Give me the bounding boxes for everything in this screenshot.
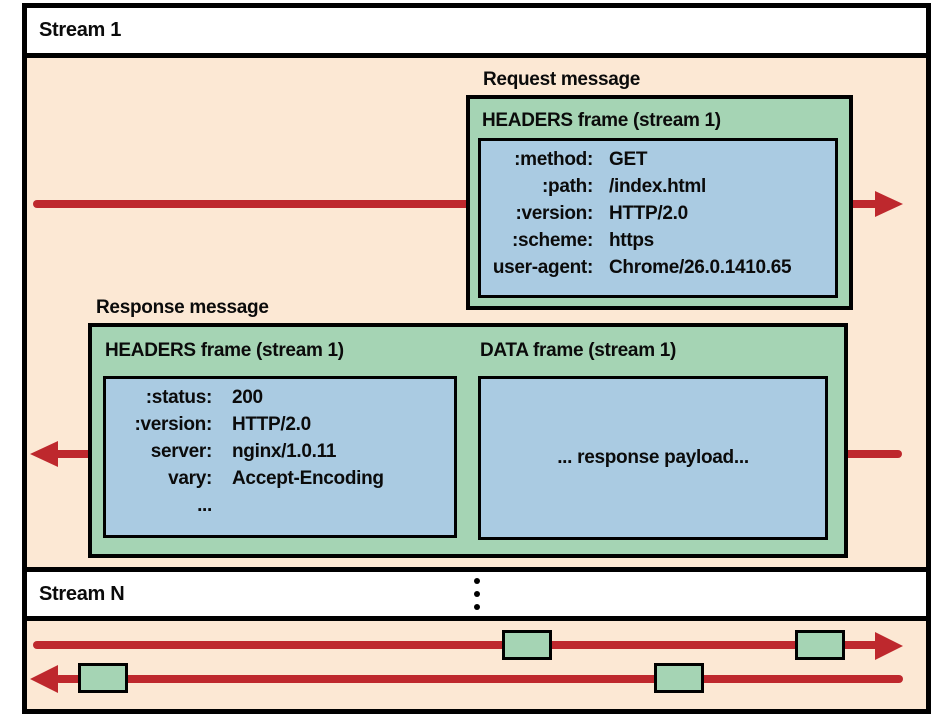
header-value: https [609,230,654,251]
request-headers-frame: HEADERS frame (stream 1) :method: GET :p… [466,95,853,310]
header-key: :status: [145,387,213,408]
header-key: :scheme: [511,230,593,251]
response-message-label: Response message [96,297,269,318]
response-payload-text: ... response payload... [557,447,749,468]
header-row: :method: GET [481,146,835,173]
header-key: ... [197,495,212,516]
header-value: nginx/1.0.11 [232,441,337,462]
request-headers-box: :method: GET :path: /index.html :version… [478,138,838,298]
stream1-label: Stream 1 [39,19,122,41]
header-row: vary: Accept-Encoding [106,465,454,492]
header-key: :path: [542,176,593,197]
header-row: :version: HTTP/2.0 [481,200,835,227]
request-message-label: Request message [483,69,641,90]
header-value: Chrome/26.0.1410.65 [609,257,792,278]
streamN-response-arrow-head-icon [30,665,58,693]
ellipsis-dot [473,591,480,597]
header-row: server: nginx/1.0.11 [106,438,454,465]
header-value: Accept-Encoding [232,468,384,489]
stream1-label-band: Stream 1 [27,8,926,58]
ellipsis-dot [473,578,480,584]
header-value: 200 [232,387,263,408]
header-value: /index.html [609,176,706,197]
vertical-ellipsis-icon [27,572,926,616]
response-arrow-head-icon [30,441,58,467]
stream1-panel: Request message HEADERS frame (stream 1)… [27,58,926,572]
header-key: :version: [515,203,593,224]
frame-box [78,663,128,693]
request-arrow-head-icon [875,191,903,217]
header-value: HTTP/2.0 [609,203,688,224]
header-key: server: [150,441,213,462]
frame-box [795,630,845,660]
http2-stream-diagram: Stream 1 Request message HEADERS frame (… [22,3,931,714]
streamN-response-arrow-line [55,675,903,683]
frame-box [654,663,704,693]
header-key: :version: [134,414,212,435]
request-headers-frame-title: HEADERS frame (stream 1) [482,110,721,131]
header-key: vary: [168,468,212,489]
header-key: user-agent: [492,257,593,278]
header-row: :status: 200 [106,384,454,411]
response-frames-container: HEADERS frame (stream 1) :status: 200 :v… [88,323,848,558]
streamN-request-arrow-head-icon [875,632,903,660]
header-row: :scheme: https [481,227,835,254]
header-value: HTTP/2.0 [232,414,311,435]
response-data-frame: DATA frame (stream 1) ... response paylo… [478,327,828,540]
response-headers-frame: HEADERS frame (stream 1) :status: 200 :v… [103,327,457,538]
streamN-request-arrow-line [33,641,879,649]
response-payload-box: ... response payload... [478,376,828,540]
frame-box [502,630,552,660]
header-row: :path: /index.html [481,173,835,200]
header-row: :version: HTTP/2.0 [106,411,454,438]
header-row: user-agent: Chrome/26.0.1410.65 [481,254,835,281]
streamN-panel [27,621,926,709]
header-key: :method: [514,149,593,170]
header-value: GET [609,149,648,170]
streamN-label: Stream N [39,582,125,605]
response-headers-box: :status: 200 :version: HTTP/2.0 server: … [103,376,457,538]
response-data-frame-title: DATA frame (stream 1) [480,340,677,361]
request-arrow-line [33,200,879,208]
response-headers-frame-title: HEADERS frame (stream 1) [105,340,344,361]
ellipsis-dot [473,604,480,610]
streamN-label-band: Stream N [27,572,926,621]
header-row: ... [106,492,454,519]
